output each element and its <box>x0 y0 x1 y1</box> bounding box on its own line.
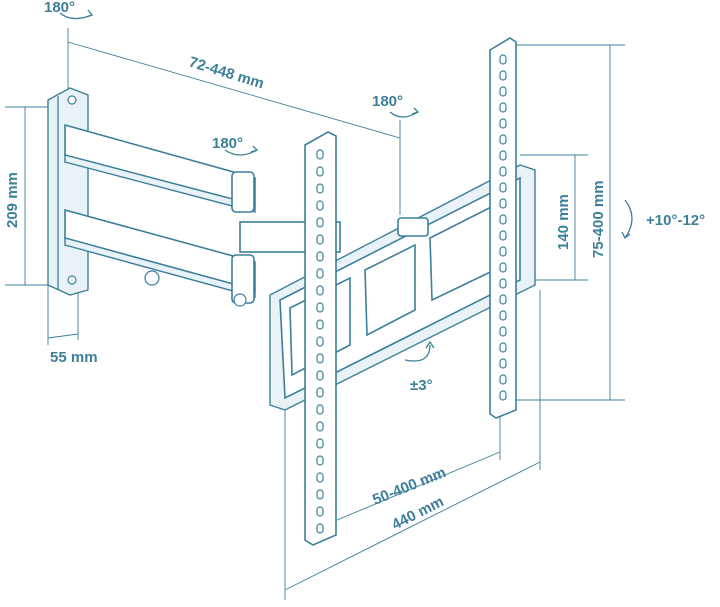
rail-slot <box>316 506 324 517</box>
rail-slot <box>499 246 507 257</box>
rail-slot <box>316 404 324 415</box>
rail-slot <box>316 183 324 194</box>
swivel-tv-label: 180° <box>212 135 243 152</box>
rail-slot <box>316 217 324 228</box>
arm-extension-dimension <box>67 28 401 215</box>
rotation-label: ±3° <box>410 377 433 394</box>
rail-slot <box>316 489 324 500</box>
rail-slot <box>316 523 324 534</box>
rail-slot <box>316 251 324 262</box>
vertical-rail-right <box>489 37 517 419</box>
rail-slot <box>499 214 507 225</box>
arm-extension-label: 72-448 mm <box>187 54 266 93</box>
vertical-vesa-label: 75-400 mm <box>590 180 607 258</box>
wall-plate-height-label: 209 mm <box>4 172 21 228</box>
rail-slot <box>316 438 324 449</box>
swivel-wall-label: 180° <box>44 0 75 16</box>
rail-slot <box>316 285 324 296</box>
rail-slot <box>499 294 507 305</box>
rail-slot <box>499 54 507 65</box>
rail-slot <box>316 302 324 313</box>
rail-slot <box>316 149 324 160</box>
rail-slot <box>499 166 507 177</box>
rail-slot <box>316 200 324 211</box>
rail-slot <box>316 387 324 398</box>
wall-plate-height-dimension <box>5 106 55 286</box>
rail-slot <box>316 166 324 177</box>
vertical-vesa-dimension <box>510 44 625 401</box>
total-width-dimension <box>284 290 541 600</box>
rail-slot <box>499 198 507 209</box>
wall-distance-dimension <box>47 285 79 345</box>
rail-slot <box>499 310 507 321</box>
rail-slot <box>499 278 507 289</box>
rail-slot <box>316 319 324 330</box>
rail-slot <box>499 134 507 145</box>
rail-slot <box>499 70 507 81</box>
vertical-inner-label: 140 mm <box>555 194 572 250</box>
rail-slot <box>499 358 507 369</box>
wall-plate <box>47 87 89 296</box>
wall-distance-label: 55 mm <box>50 349 98 366</box>
rail-slot <box>499 262 507 273</box>
rail-slot <box>316 421 324 432</box>
tilt-label: +10°-12° <box>646 212 705 229</box>
rail-slot <box>499 326 507 337</box>
rail-slot <box>499 230 507 241</box>
rail-slot <box>316 455 324 466</box>
rail-slot <box>499 390 507 401</box>
rail-slot <box>316 336 324 347</box>
rail-slot <box>316 370 324 381</box>
vertical-rail-left <box>304 131 337 546</box>
rail-slot <box>316 268 324 279</box>
rail-slot <box>499 342 507 353</box>
rail-slot <box>499 374 507 385</box>
rail-slot <box>499 102 507 113</box>
rail-slot <box>316 234 324 245</box>
rotate-arrow-icons <box>59 9 633 362</box>
rail-slot <box>316 353 324 364</box>
swivel-mid-label: 180° <box>372 93 403 110</box>
rail-slot <box>499 150 507 161</box>
rail-slot <box>499 118 507 129</box>
rail-slot <box>316 472 324 483</box>
rail-slot <box>499 86 507 97</box>
rail-slot <box>499 182 507 193</box>
swing-arms <box>64 123 341 307</box>
